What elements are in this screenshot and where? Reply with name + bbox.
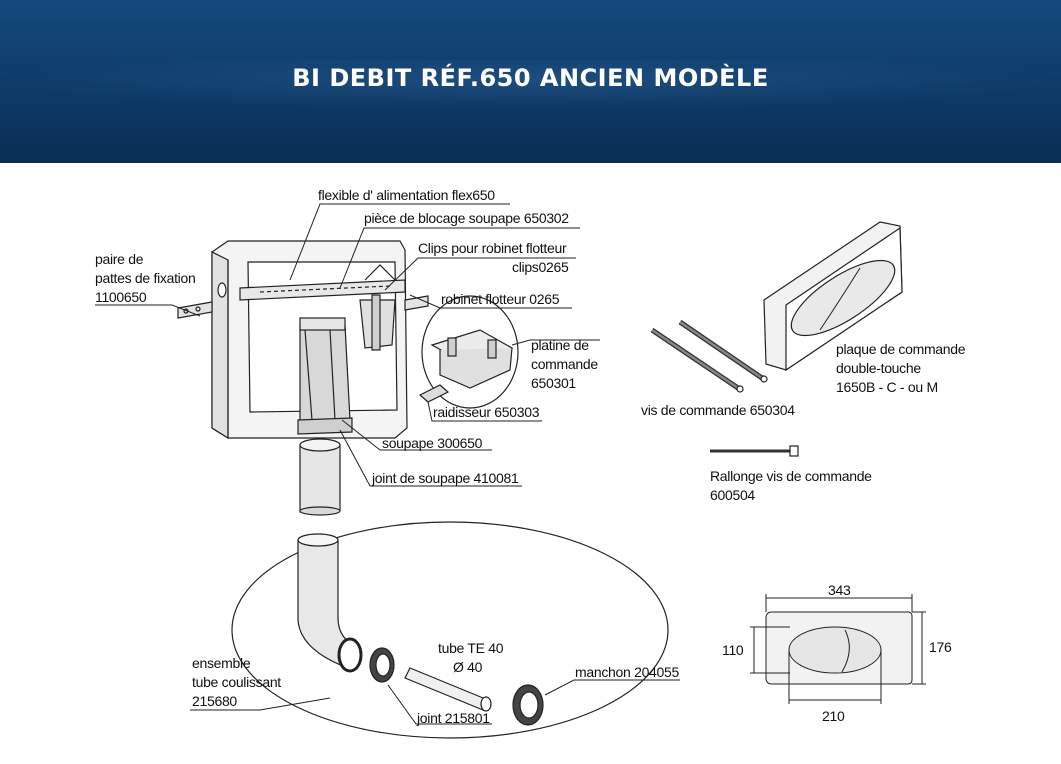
label-rallonge-line1: Rallonge vis de commande <box>710 468 872 484</box>
dimension-drawing <box>750 594 926 704</box>
label-tube-line1: tube TE 40 <box>438 640 504 656</box>
label-clips-line2: clips0265 <box>512 259 569 275</box>
label-joint: joint 215801 <box>417 710 490 726</box>
push-plate-drawing <box>763 221 903 372</box>
label-platine-line2: commande <box>531 356 598 372</box>
label-manchon: manchon 204055 <box>575 664 679 680</box>
label-tube-line2: Ø 40 <box>453 659 483 675</box>
label-platine-line3: 650301 <box>531 375 576 391</box>
header-banner <box>0 0 1061 163</box>
leader-lines <box>95 203 680 725</box>
page-title: BI DEBIT RÉF.650 ANCIEN MODÈLE <box>292 64 769 92</box>
label-flexible: flexible d' alimentation flex650 <box>318 187 495 203</box>
label-pattes-line3: 1100650 <box>95 289 147 305</box>
label-plaque-line1: plaque de commande <box>836 341 966 357</box>
dimension-width-total: 343 <box>828 582 851 598</box>
label-soupape: soupape 300650 <box>382 435 483 451</box>
tube-set-detail <box>231 521 669 739</box>
label-clips-line1: Clips pour robinet flotteur <box>418 240 567 256</box>
label-raidisseur: raidisseur 650303 <box>433 404 540 420</box>
label-ensemble-line3: 215680 <box>192 693 237 709</box>
control-rods-drawing <box>650 319 799 457</box>
label-joint-soupape: joint de soupape 410081 <box>372 470 519 486</box>
drain-tube-drawing <box>299 438 341 516</box>
label-robinet: robinet flotteur 0265 <box>441 291 560 307</box>
label-platine-line1: platine de <box>531 337 589 353</box>
label-piece-blocage: pièce de blocage soupape 650302 <box>364 210 569 226</box>
dimension-height-inner: 110 <box>722 642 744 658</box>
label-rallonge-line2: 600504 <box>710 487 755 503</box>
label-pattes-line2: pattes de fixation <box>95 270 196 286</box>
platine-detail <box>418 295 519 409</box>
label-ensemble-line1: ensemble <box>192 655 251 671</box>
cistern-drawing <box>177 240 429 440</box>
label-plaque-line2: double-touche <box>836 360 921 376</box>
dimension-height-total: 176 <box>929 639 952 655</box>
label-pattes-line1: paire de <box>95 251 144 267</box>
label-ensemble-line2: tube coulissant <box>192 674 281 690</box>
dimension-width-inner: 210 <box>822 708 845 724</box>
label-vis: vis de commande 650304 <box>641 402 795 418</box>
label-plaque-line3: 1650B - C - ou M <box>836 379 938 395</box>
